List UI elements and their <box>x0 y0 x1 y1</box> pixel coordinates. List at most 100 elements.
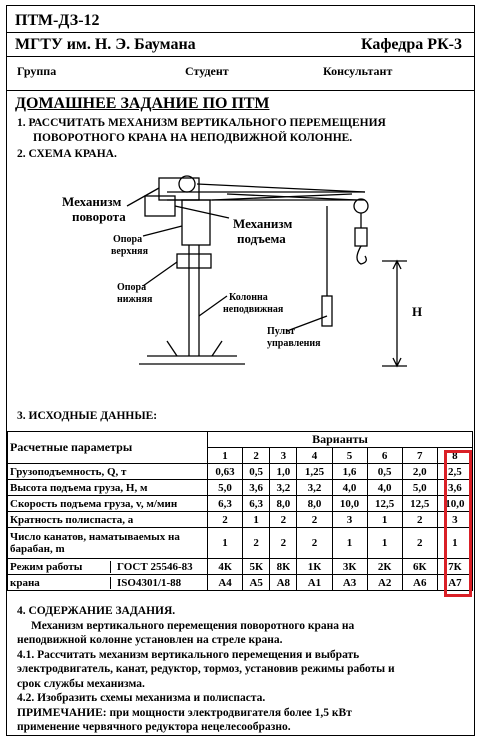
lower-support-label: Опора <box>117 282 146 293</box>
table-row: Расчетные параметры Варианты <box>7 431 473 464</box>
lift-mech-label-2: подъема <box>237 231 286 246</box>
height-label: Н <box>412 304 422 319</box>
task-item-3: 3. ИСХОДНЫЕ ДАННЫЕ: <box>17 410 158 422</box>
cell: 0,5 <box>242 463 271 480</box>
cell: 2 <box>269 527 298 559</box>
row-label: Высота подъема груза, Н, м <box>7 479 208 496</box>
cell: 0,63 <box>206 463 244 480</box>
cell: 8,0 <box>269 495 298 512</box>
cell: 3,2 <box>269 479 298 496</box>
variant-8-highlight <box>444 450 472 597</box>
cell: 0,5 <box>366 463 403 480</box>
assignment-sheet: ПТМ-ДЗ-12 МГТУ им. Н. Э. Баумана Кафедра… <box>6 5 475 736</box>
cell: 1 <box>206 527 244 559</box>
cell: 1 <box>331 527 368 559</box>
column-label-2: неподвижная <box>223 304 284 315</box>
mode-label-cell: Режим работы ГОСТ 25546-83 <box>7 558 208 575</box>
content-text: неподвижной колонне установлен на стреле… <box>17 634 283 646</box>
cell: 5,0 <box>206 479 244 496</box>
remote-label: Пульт <box>267 326 295 337</box>
cell: 10,0 <box>331 495 368 512</box>
variant-number: 2 <box>242 447 271 464</box>
lift-mech-label: Механизм <box>233 216 292 231</box>
cell: 2 <box>296 511 333 528</box>
cell: 2К <box>366 558 403 575</box>
cell: 4К <box>206 558 244 575</box>
cell: 6,3 <box>206 495 244 512</box>
variant-number: 6 <box>366 447 403 464</box>
rotation-mech-label-2: поворота <box>72 209 126 224</box>
cell: 12,5 <box>366 495 403 512</box>
cell: 4,0 <box>331 479 368 496</box>
cell: 3 <box>331 511 368 528</box>
content-text: электродвигатель, канат, редуктор, тормо… <box>17 663 395 675</box>
cell: 5К <box>242 558 271 575</box>
table-row: Скорость подъема груза, v, м/мин 6,3 6,3… <box>7 495 474 512</box>
content-text: Механизм вертикального перемещения повор… <box>31 619 355 632</box>
row-label: Кратность полиспаста, а <box>7 511 208 528</box>
student-label: Студент <box>185 64 229 78</box>
mode-label: Режим работы <box>10 560 83 573</box>
cell: 2 <box>401 511 438 528</box>
consultant-label: Консультант <box>323 64 393 78</box>
cell: 2 <box>206 511 244 528</box>
note-text: ПРИМЕЧАНИЕ: при мощности электродвигател… <box>17 706 352 719</box>
table-row: Режим работы ГОСТ 25546-83 4К 5К 8К 1К 3… <box>7 558 474 575</box>
rotation-mech-label: Механизм <box>62 194 121 209</box>
parameters-table: Расчетные параметры Варианты 1 2 3 4 5 6… <box>7 431 474 591</box>
divider <box>7 90 474 91</box>
note-text: применение червячного редуктора нецелесо… <box>17 721 291 733</box>
iso-label: ISO4301/1-88 <box>110 576 181 589</box>
upper-support-label-2: верхняя <box>111 246 149 257</box>
cell: 1К <box>296 558 333 575</box>
cell: 8,0 <box>296 495 333 512</box>
table-row: крана ISO4301/1-88 А4 А5 А8 А1 А3 А2 А6 … <box>7 574 474 591</box>
cell: А5 <box>242 574 271 591</box>
content-heading: 4. СОДЕРЖАНИЕ ЗАДАНИЯ. <box>17 605 176 617</box>
cell: 8К <box>269 558 298 575</box>
cell: 1,6 <box>331 463 368 480</box>
cell: 2 <box>296 527 333 559</box>
cell: А1 <box>296 574 333 591</box>
cell: 2 <box>401 527 438 559</box>
department-name: Кафедра РК-3 <box>360 36 462 53</box>
row-label: Число канатов, наматываемых на барабан, … <box>7 527 208 559</box>
params-header: Расчетные параметры <box>7 431 208 464</box>
cell: 3К <box>331 558 368 575</box>
cell: А6 <box>401 574 438 591</box>
cell: 6К <box>401 558 438 575</box>
cell: 1 <box>242 511 271 528</box>
table-row: Высота подъема груза, Н, м 5,0 3,6 3,2 3… <box>7 479 474 496</box>
variant-number: 5 <box>331 447 368 464</box>
cell: 12,5 <box>401 495 438 512</box>
variant-number: 7 <box>401 447 438 464</box>
university-name: МГТУ им. Н. Э. Баумана <box>15 36 196 53</box>
variant-number: 3 <box>269 447 298 464</box>
row-label: Скорость подъема груза, v, м/мин <box>7 495 208 512</box>
content-text: 4.1. Рассчитать механизм вертикального п… <box>17 648 360 661</box>
divider <box>7 56 474 57</box>
cell: А2 <box>366 574 403 591</box>
crane-diagram: Механизм поворота Механизм подъема Опора… <box>62 175 422 368</box>
cell: 6,3 <box>242 495 271 512</box>
task-item-1: 1. РАССЧИТАТЬ МЕХАНИЗМ ВЕРТИКАЛЬНОГО ПЕР… <box>17 117 386 129</box>
task-content: 4. СОДЕРЖАНИЕ ЗАДАНИЯ. Механизм вертикал… <box>17 604 472 735</box>
cell: 1 <box>366 527 403 559</box>
cell: 2 <box>269 511 298 528</box>
cell: А4 <box>206 574 244 591</box>
cell: 3,6 <box>242 479 271 496</box>
mode-label-cell: крана ISO4301/1-88 <box>7 574 208 591</box>
lower-support-label-2: нижняя <box>117 294 153 305</box>
homework-title: ДОМАШНЕЕ ЗАДАНИЕ ПО ПТМ <box>15 95 270 112</box>
cell: 2 <box>242 527 271 559</box>
content-text: срок службы механизма. <box>17 677 145 690</box>
upper-support-label: Опора <box>113 234 142 245</box>
table-row: Число канатов, наматываемых на барабан, … <box>7 527 474 559</box>
remote-label-2: управления <box>267 338 321 349</box>
divider <box>7 32 474 33</box>
cell: А8 <box>269 574 298 591</box>
cell: 3,2 <box>296 479 333 496</box>
table-row: Грузоподъемность, Q, т 0,63 0,5 1,0 1,25… <box>7 463 474 480</box>
gost-label: ГОСТ 25546-83 <box>110 560 193 573</box>
table-row: 1 2 3 4 5 6 7 8 <box>8 447 474 464</box>
